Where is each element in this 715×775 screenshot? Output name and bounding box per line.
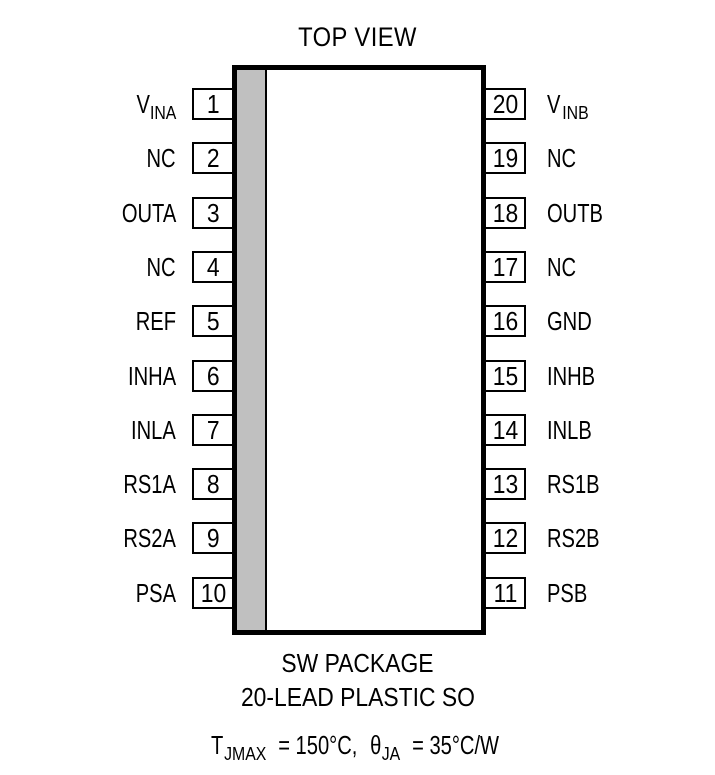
left-pin-7-number: 7 bbox=[192, 413, 232, 446]
diagram-title: TOP VIEW bbox=[298, 22, 417, 52]
right-pin-9-label: RS2B bbox=[547, 523, 600, 554]
left-pin-4-label: NC bbox=[146, 251, 176, 282]
theta-value: = 35°C/W bbox=[406, 730, 499, 760]
left-pin-8-number: 8 bbox=[192, 468, 232, 501]
right-pin-1-number: 20 bbox=[486, 88, 526, 120]
left-pin-10-number: 10 bbox=[192, 576, 232, 609]
thermal-specs: TJMAX = 150°C, θJA = 35°C/W bbox=[0, 730, 715, 764]
left-pin-2-label: NC bbox=[146, 143, 176, 174]
left-pin-1-number: 1 bbox=[192, 88, 232, 120]
right-pin-6-label: INHB bbox=[547, 360, 596, 391]
right-pin-8-number: 13 bbox=[486, 468, 526, 501]
left-pin-8-label: RS1A bbox=[123, 469, 176, 500]
left-pin-6-label: INHA bbox=[127, 360, 176, 391]
left-pin-4-number: 4 bbox=[192, 250, 232, 283]
right-pin-3-number: 18 bbox=[486, 196, 526, 229]
theta-subscript: JA bbox=[381, 744, 400, 764]
ic-package-body bbox=[232, 65, 486, 635]
package-description: 20-LEAD PLASTIC SO bbox=[240, 682, 475, 712]
left-pin-3-label: OUTA bbox=[121, 197, 176, 228]
left-pin-2-number: 2 bbox=[192, 142, 232, 175]
tjmax-symbol: T bbox=[210, 730, 224, 760]
left-pin-9-label: RS2A bbox=[123, 523, 176, 554]
left-pin-10-label: PSA bbox=[135, 577, 176, 608]
right-pin-6-number: 15 bbox=[486, 359, 526, 392]
package-name: SW PACKAGE bbox=[281, 648, 434, 678]
tjmax-value: = 150°C, bbox=[272, 730, 363, 760]
right-pin-4-number: 17 bbox=[486, 250, 526, 283]
right-pin-7-label: INLB bbox=[547, 414, 592, 445]
right-pin-2-number: 19 bbox=[486, 142, 526, 175]
right-pin-10-number: 11 bbox=[486, 576, 526, 609]
right-pin-2-label: NC bbox=[547, 143, 577, 174]
left-pin-3-number: 3 bbox=[192, 196, 232, 229]
theta-symbol: θ bbox=[369, 730, 381, 760]
right-pin-8-label: RS1B bbox=[547, 469, 600, 500]
right-pin-10-label: PSB bbox=[547, 577, 588, 608]
right-pin-3-label: OUTB bbox=[547, 197, 603, 228]
left-pin-6-number: 6 bbox=[192, 359, 232, 392]
left-pin-1-label: VINA bbox=[136, 89, 176, 123]
right-pin-7-number: 14 bbox=[486, 413, 526, 446]
tjmax-subscript: JMAX bbox=[223, 744, 267, 764]
left-pin-9-number: 9 bbox=[192, 522, 232, 555]
right-pin-4-label: NC bbox=[547, 251, 577, 282]
left-pin-7-label: INLA bbox=[131, 414, 176, 445]
left-pin-5-number: 5 bbox=[192, 305, 232, 338]
right-pin-5-label: GND bbox=[547, 306, 592, 337]
left-pin-5-label: REF bbox=[135, 306, 176, 337]
right-pin-9-number: 12 bbox=[486, 522, 526, 555]
right-pin-5-number: 16 bbox=[486, 305, 526, 338]
pin1-marker-stripe bbox=[237, 70, 267, 630]
